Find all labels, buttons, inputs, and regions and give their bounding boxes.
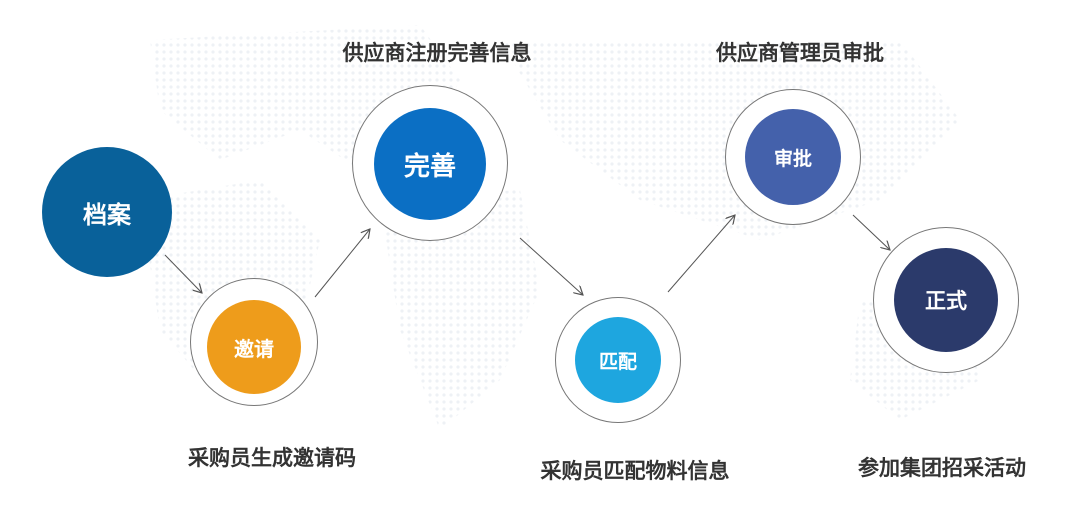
step-approve-caption: 供应商管理员审批 [716,41,884,65]
step-formal-circle: 正式 [894,248,998,352]
step-invite-title: 邀请 [234,336,274,361]
step-complete-circle: 完善 [374,108,486,220]
step-approve-circle: 审批 [745,109,841,205]
step-formal-caption: 参加集团招采活动 [858,456,1026,480]
step-archive-circle: 档案 [42,147,172,277]
step-match-caption: 采购员匹配物料信息 [540,459,730,483]
step-invite-circle: 邀请 [207,300,301,394]
step-match-title: 匹配 [598,350,637,373]
step-invite-caption: 采购员生成邀请码 [188,446,356,470]
step-approve-title: 审批 [773,147,812,170]
step-match-circle: 匹配 [575,317,661,403]
step-archive-title: 档案 [83,200,131,229]
step-complete-caption: 供应商注册完善信息 [342,41,532,65]
step-formal-title: 正式 [925,289,967,313]
flow-arrows [164,215,890,298]
step-complete-title: 完善 [403,151,456,182]
